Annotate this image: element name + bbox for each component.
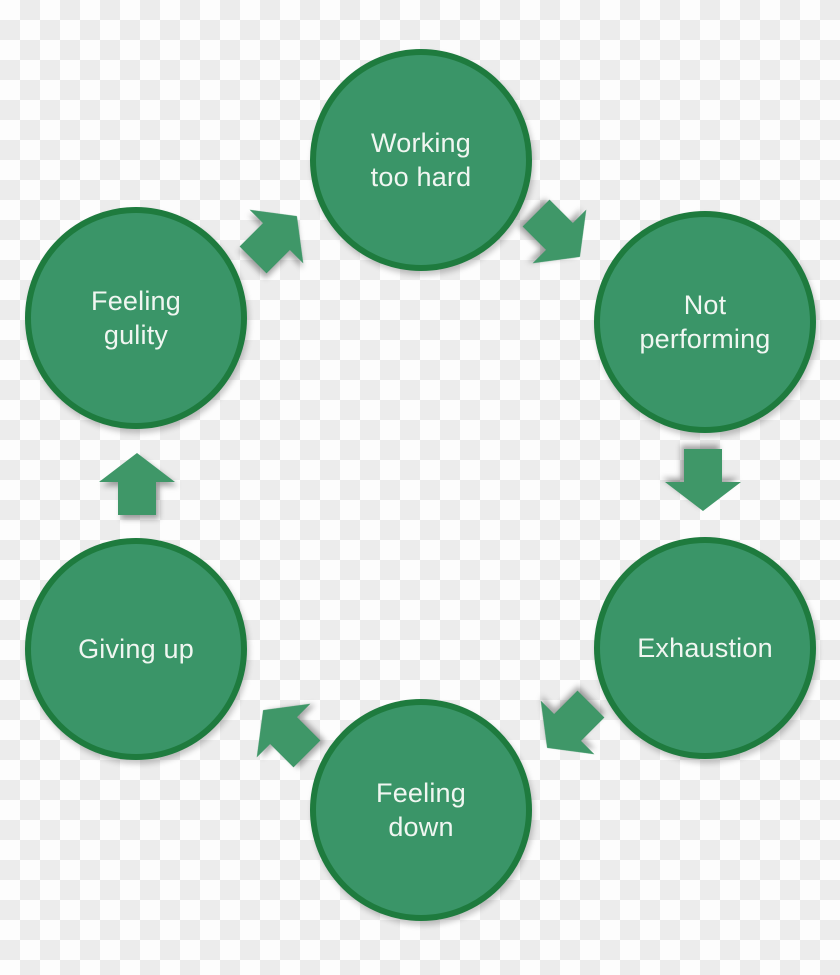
arrow-icon-feeling-down-to-giving-up bbox=[236, 683, 334, 781]
arrow-icon-giving-up-to-feeling-gulity bbox=[99, 453, 175, 515]
cycle-node-not-performing: Not performing bbox=[594, 211, 816, 433]
cycle-node-exhaustion: Exhaustion bbox=[594, 537, 816, 759]
arrow-icon-working-to-not-performing bbox=[509, 186, 607, 284]
node-label: Feeling down bbox=[376, 778, 466, 842]
cycle-node-feeling-down: Feeling down bbox=[310, 699, 532, 921]
node-label: Working too hard bbox=[370, 128, 472, 192]
arrow-icon-exhaustion-to-feeling-down bbox=[520, 677, 618, 775]
node-label: Exhaustion bbox=[637, 633, 773, 663]
node-label: Not performing bbox=[639, 290, 771, 354]
cycle-node-feeling-gulity: Feeling gulity bbox=[25, 207, 247, 429]
cycle-node-giving-up: Giving up bbox=[25, 538, 247, 760]
node-label: Feeling gulity bbox=[91, 286, 181, 350]
arrow-icon-feeling-gulity-to-working bbox=[226, 189, 324, 287]
arrow-icon-not-performing-to-exhaustion bbox=[665, 449, 741, 511]
node-label: Giving up bbox=[78, 634, 194, 664]
cycle-node-working-too-hard: Working too hard bbox=[310, 49, 532, 271]
